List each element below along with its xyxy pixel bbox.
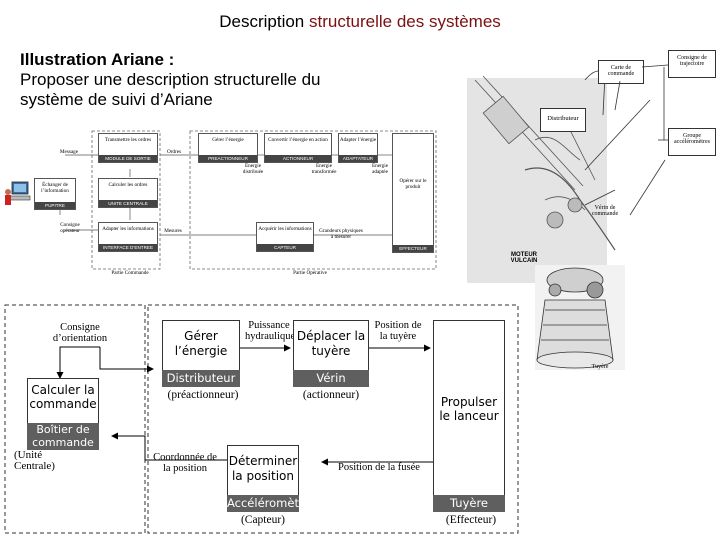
small-convertir-block: Convertir l’énergie en action ACTIONNEUR xyxy=(264,133,332,163)
main-preactionneur-label: (préactionneur) xyxy=(167,389,239,401)
main-boitier-bar: Boîtier de commande xyxy=(27,423,99,450)
small-echanger-label: Échanger de l’information xyxy=(41,182,69,194)
small-ordres-label: Ordres xyxy=(166,149,182,155)
photo-groupe-box: Groupe accéléromètres xyxy=(668,128,716,156)
small-actionneur-label: ACTIONNEUR xyxy=(265,155,331,162)
main-actionneur-label: (actionneur) xyxy=(302,389,360,401)
small-adapter-label: Adapter les informations xyxy=(102,226,154,232)
main-coordonnee-label: Coordonnée de la position xyxy=(153,452,217,474)
main-position-fusee-label: Position de la fusée xyxy=(338,462,420,473)
main-deplacer-label: Déplacer la tuyère xyxy=(296,329,366,358)
photo-carte-box: Carte de commande xyxy=(598,60,644,84)
intro-text: Illustration Ariane : Proposer une descr… xyxy=(20,50,321,110)
photo-verin-label: Vérin de commande xyxy=(591,205,619,217)
small-adapter-block: Adapter les informations INTERFACE D’ENT… xyxy=(98,222,158,252)
main-propulser-box: Propulser le lanceur xyxy=(433,320,505,497)
main-unite-label: (Unité Centrale) xyxy=(14,449,55,472)
main-diagram-lines xyxy=(4,304,519,534)
small-transmettre-label: Transmettre les ordres xyxy=(104,137,152,143)
photo-moteur-label: MOTEUR VULCAIN xyxy=(510,252,538,264)
main-tuyere-bar: Tuyère xyxy=(433,495,505,512)
small-adapter2-block: Adapter l’énergie ADAPTATEUR xyxy=(338,133,378,163)
main-capteur-label: (Capteur) xyxy=(240,514,286,526)
main-consigne-orient-label: Consigne d’orientation xyxy=(52,322,108,344)
main-gerer-label: Gérer l’énergie xyxy=(174,329,228,358)
small-echanger-block: Échanger de l’information PUPITRE xyxy=(34,178,76,210)
main-verin-bar: Vérin xyxy=(293,370,369,387)
photo-groupe-label: Groupe accéléromètres xyxy=(674,133,710,145)
small-calculer-label: Calculer les ordres xyxy=(108,182,148,188)
small-acquerir-label: Acquérir les informations xyxy=(258,226,312,232)
main-propulser-label: Propulser le lanceur xyxy=(439,395,499,423)
main-calculer-box: Calculer la commande xyxy=(27,378,99,425)
small-energie-adapt-label: Énergie adaptée xyxy=(371,163,389,175)
photo-tuyere-label: Tuyère xyxy=(591,364,609,370)
small-unite-label: UNITE CENTRALE xyxy=(99,200,157,207)
small-calculer-block: Calculer les ordres UNITE CENTRALE xyxy=(98,178,158,208)
main-calculer-label: Calculer la commande xyxy=(29,383,97,411)
photo-carte-label: Carte de commande xyxy=(607,65,635,77)
small-gerer-block: Gérer l’énergie PREACTIONNEUR xyxy=(198,133,258,163)
main-determiner-box: Déterminer la position xyxy=(227,445,299,497)
main-distributeur-bar: Distributeur xyxy=(162,370,240,387)
title-pre: Description xyxy=(219,12,309,31)
small-operer-label: Opérer sur le produit xyxy=(399,178,427,190)
intro-line1: Proposer une description structurelle du xyxy=(20,70,321,89)
small-adaptateur-label: ADAPTATEUR xyxy=(339,155,377,162)
small-operer-block: Opérer sur le produit EFFECTEUR xyxy=(392,133,434,253)
small-partie-commande-label: Partie Commande xyxy=(111,270,149,276)
small-adapter2-label: Adapter l’énergie xyxy=(339,137,377,143)
main-effecteur-label: (Effecteur) xyxy=(445,514,497,526)
photo-distributeur-label: Distributeur xyxy=(547,115,579,122)
small-consigne-op-label: Consigne opérateur xyxy=(60,222,80,234)
main-deplacer-box: Déplacer la tuyère xyxy=(293,320,369,372)
small-energie-dist-label: Énergie distribuée xyxy=(242,163,264,175)
small-pupitre-label: PUPITRE xyxy=(35,202,75,209)
small-gerer-label: Gérer l’énergie xyxy=(212,137,244,143)
main-accelerometre-bar: Accéléromètre xyxy=(227,495,311,512)
small-preactionneur-label: PREACTIONNEUR xyxy=(199,155,257,162)
small-message-label: Message xyxy=(59,149,79,155)
main-determiner-label: Déterminer la position xyxy=(228,454,298,483)
small-effecteur-label: EFFECTEUR xyxy=(393,245,433,252)
small-capteur-label: CAPTEUR xyxy=(257,244,313,251)
computer-operator-icon xyxy=(4,180,32,208)
small-convertir-label: Convertir l’énergie en action xyxy=(268,137,328,143)
small-mesures-label: Mesures xyxy=(164,228,182,234)
photo-connector-lines xyxy=(614,64,669,141)
small-acquerir-block: Acquérir les informations CAPTEUR xyxy=(256,222,314,252)
small-transmettre-block: Transmettre les ordres MODULE DE SORTIE xyxy=(98,133,158,163)
small-module-label: MODULE DE SORTIE xyxy=(99,155,157,162)
main-puissance-label: Puissance hydraulique xyxy=(245,320,296,342)
photo-consigne-traj-box: Consigne de trajectoire xyxy=(668,50,716,78)
title-highlight: structurelle xyxy=(308,12,393,31)
photo-consigne-traj-label: Consigne de trajectoire xyxy=(677,55,707,67)
intro-line2: système de suivi d’Ariane xyxy=(20,90,213,109)
main-gerer-box: Gérer l’énergie xyxy=(162,320,240,372)
small-grandeurs-label: Grandeurs physiques à mesurer xyxy=(319,228,363,240)
slide-title: Description structurelle des systèmes xyxy=(0,12,720,32)
small-partie-operative-label: Partie Opérative xyxy=(293,270,327,276)
main-position-tuyere-label: Position de la tuyère xyxy=(374,320,422,342)
intro-heading: Illustration Ariane : xyxy=(20,50,175,69)
small-energie-transf-label: Énergie transformée xyxy=(311,163,337,175)
small-interface-label: INTERFACE D’ENTREE xyxy=(99,244,157,251)
photo-distributeur-box: Distributeur xyxy=(540,108,586,132)
title-post: des systèmes xyxy=(392,12,501,31)
